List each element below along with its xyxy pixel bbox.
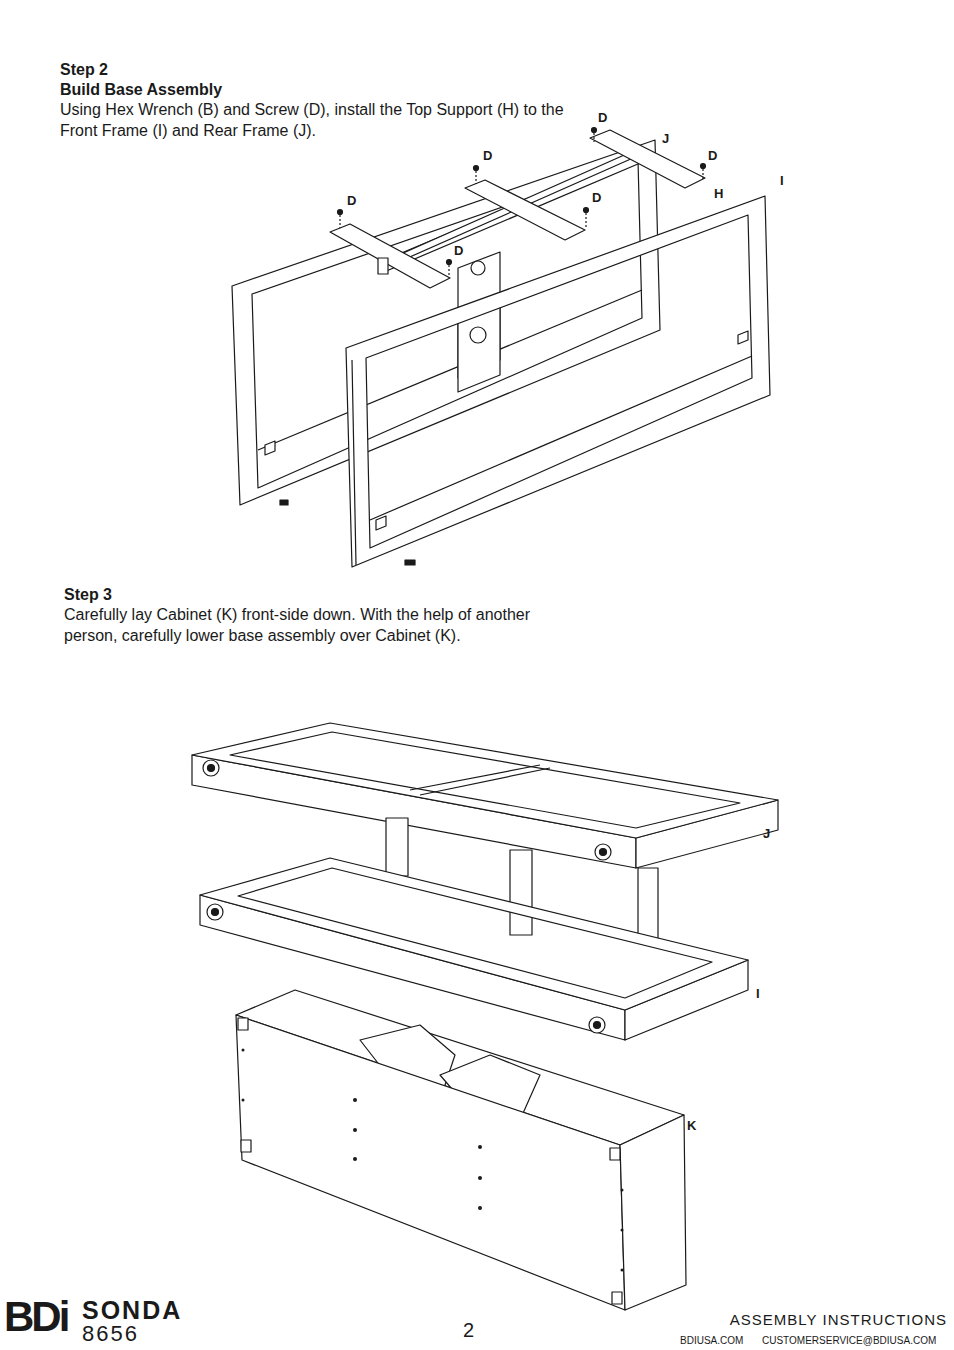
step-heading: Step 3 [64, 585, 112, 606]
cabinet-front [236, 1015, 625, 1310]
cross-bar [590, 130, 705, 188]
frame-edge [370, 356, 752, 520]
top-support [410, 765, 540, 790]
part-letter: D [708, 148, 717, 165]
part-letter: D [454, 243, 463, 260]
foot [405, 560, 415, 565]
cross-bar [330, 224, 450, 288]
email: CUSTOMERSERVICE@BDIUSA.COM [762, 1334, 936, 1347]
screw [338, 128, 706, 277]
foot [203, 760, 219, 776]
rear-frame [636, 800, 778, 868]
part-letter: I [756, 986, 760, 1003]
bracket [610, 1148, 620, 1160]
cable-hole [470, 327, 486, 343]
part-letter: J [662, 131, 669, 148]
bracket [378, 258, 388, 274]
instruction-text: Using Hex Wrench (B) and Screw (D), inst… [60, 100, 605, 142]
page-number: 2 [463, 1317, 474, 1343]
cabinet-side [620, 1115, 686, 1310]
foot [589, 1017, 605, 1033]
step-heading: Step 2 [60, 60, 108, 81]
bracket [265, 441, 275, 455]
part-letter: D [598, 110, 607, 127]
bracket [612, 1292, 622, 1304]
front-frame [200, 858, 748, 1010]
leg [510, 850, 532, 935]
leg [638, 868, 658, 940]
top-support [392, 148, 642, 264]
cross-bar [465, 180, 585, 240]
part-letter: D [483, 148, 492, 165]
front-frame [346, 196, 770, 567]
bracket [238, 1018, 248, 1030]
website: BDIUSA.COM [680, 1334, 743, 1347]
bracket [738, 331, 748, 344]
leg [386, 818, 408, 876]
part-letter: D [592, 190, 601, 207]
model-number: 8656 [82, 1320, 139, 1349]
part-letter: D [347, 193, 356, 210]
instruction-text: Carefully lay Cabinet (K) front-side dow… [64, 605, 564, 647]
cable-hole [471, 261, 485, 275]
bracket [376, 516, 386, 530]
top-support [420, 768, 550, 795]
step-title: Build Base Assembly [60, 80, 222, 101]
rear-frame [192, 723, 778, 838]
brand-logo: BDi [4, 1290, 67, 1345]
bracket [241, 1140, 251, 1152]
part-letter: J [763, 826, 770, 843]
foot [280, 500, 288, 505]
foot [207, 904, 223, 920]
foot [595, 844, 611, 860]
frame-edge [352, 360, 356, 565]
document-title: ASSEMBLY INSTRUCTIONS [730, 1310, 947, 1330]
part-letter: H [714, 186, 723, 203]
part-letter: K [687, 1118, 696, 1135]
cabinet-hole [242, 1049, 624, 1272]
part-letter: I [780, 173, 784, 190]
